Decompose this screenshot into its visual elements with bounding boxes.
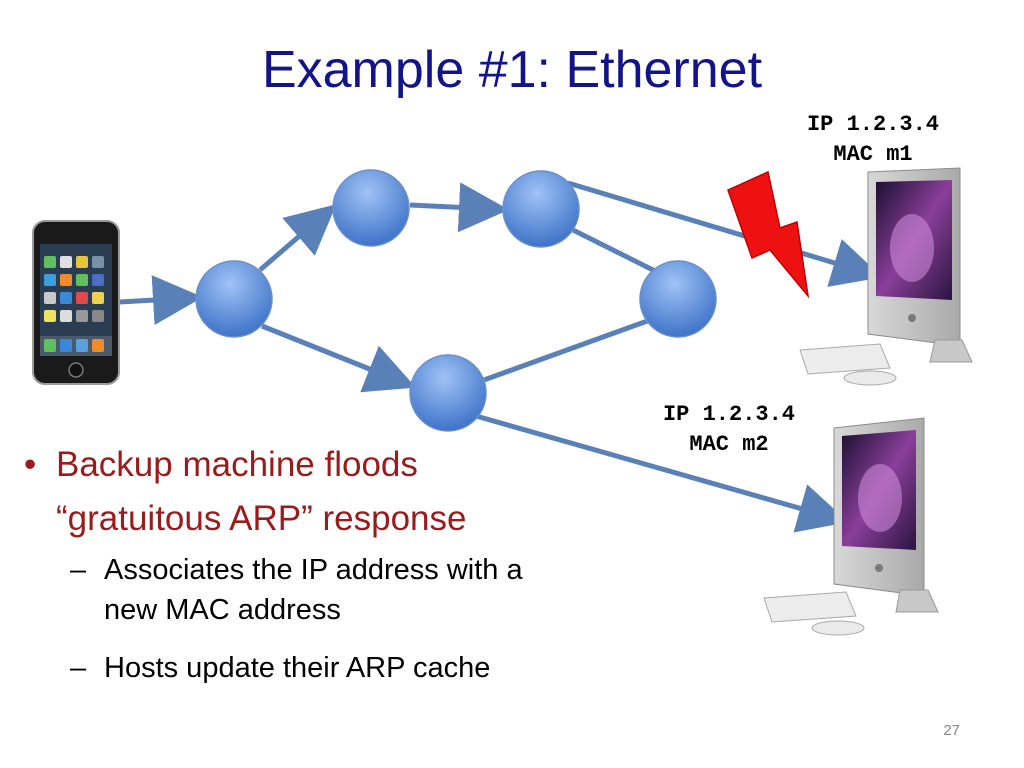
slide-title: Example #1: Ethernet xyxy=(261,41,763,99)
link-node4-to-node5 xyxy=(483,317,651,383)
primary-host-ip: IP 1.2.3.4 xyxy=(806,112,940,137)
switch-node-3 xyxy=(502,170,580,248)
backup-host-computer-icon xyxy=(763,417,939,636)
link-node3-to-node5 xyxy=(563,223,659,275)
page-number: 27 xyxy=(943,722,960,739)
bullet-list: • Backup machine floods “gratuitous ARP”… xyxy=(24,438,624,688)
bullet-sub-2: – Hosts update their ARP cache xyxy=(24,648,624,688)
links xyxy=(119,180,883,533)
switch-node-4 xyxy=(409,354,487,432)
link-node3-to-primary-host xyxy=(567,180,883,287)
switch-nodes xyxy=(195,169,717,432)
bullet-sub-1-text: Associates the IP address with a new MAC… xyxy=(104,554,523,626)
backup-host-mac: MAC m2 xyxy=(689,432,769,457)
bullet-sub-1: – Associates the IP address with a new M… xyxy=(24,550,624,630)
bullet-glyph: • xyxy=(24,445,37,484)
link-node1-to-node2 xyxy=(258,204,337,272)
dash-glyph: – xyxy=(70,652,87,684)
link-node1-to-node4 xyxy=(261,323,416,393)
bullet-main: • Backup machine floods “gratuitous ARP”… xyxy=(24,438,624,546)
backup-host-ip: IP 1.2.3.4 xyxy=(662,402,796,427)
failure-lightning-icon xyxy=(727,170,810,299)
switch-node-5 xyxy=(639,260,717,338)
primary-host-computer-icon xyxy=(799,167,973,386)
switch-node-2 xyxy=(332,169,410,247)
link-node4-to-backup-host xyxy=(475,413,849,533)
switch-node-1 xyxy=(195,260,273,338)
primary-host-mac: MAC m1 xyxy=(833,142,913,167)
primary-host-label: IP 1.2.3.4 MAC m1 xyxy=(778,110,968,170)
bullet-main-text: Backup machine floods “gratuitous ARP” r… xyxy=(56,445,467,538)
link-phone-to-node1 xyxy=(119,275,203,326)
bullet-sub-2-text: Hosts update their ARP cache xyxy=(104,652,491,684)
backup-host-label: IP 1.2.3.4 MAC m2 xyxy=(634,400,824,460)
dash-glyph: – xyxy=(70,554,87,586)
link-node2-to-node3 xyxy=(409,182,509,233)
phone-icon xyxy=(32,220,120,385)
